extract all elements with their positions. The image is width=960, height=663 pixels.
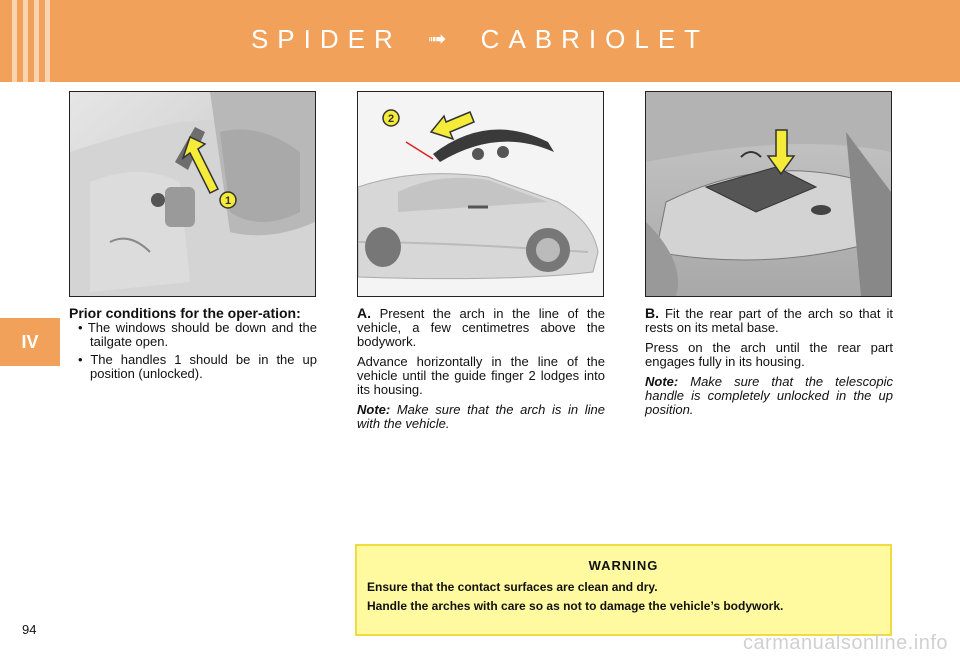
note: Note: Make sure that the arch is in line… — [357, 403, 605, 431]
chapter-header: SPIDER ➟ CABRIOLET — [0, 0, 960, 82]
page-number: 94 — [22, 622, 37, 637]
figure-handle-photo: 1 — [69, 91, 316, 297]
list-item: • The windows should be down and the tai… — [78, 320, 317, 349]
chapter-tab: IV — [0, 318, 60, 366]
column-prior-conditions: Prior conditions for the oper-ation: • T… — [69, 306, 317, 385]
page-title: SPIDER ➟ CABRIOLET — [0, 24, 960, 55]
title-left: SPIDER — [250, 24, 402, 54]
header-stripe — [34, 0, 39, 82]
arrow-right-icon: ➟ — [428, 26, 447, 51]
note: Note: Make sure that the telescopic hand… — [645, 375, 893, 417]
step-b-paragraph-2: Press on the arch until the rear part en… — [645, 340, 893, 369]
callout-circle — [382, 109, 400, 127]
arrow-left-icon — [429, 111, 475, 141]
warning-box: WARNING Ensure that the contact surfaces… — [355, 544, 892, 636]
section-heading: Prior conditions for the oper-ation: — [69, 305, 301, 321]
warning-line: Handle the arches with care so as not to… — [367, 599, 784, 613]
callout-number: 1 — [225, 195, 231, 207]
header-stripe — [23, 0, 28, 82]
header-stripe — [12, 0, 17, 82]
step-text: Fit the rear part of the arch so that it… — [645, 306, 893, 335]
note-label: Note: — [357, 402, 391, 417]
column-step-a: A. Present the arch in the line of the v… — [357, 306, 605, 431]
title-right: CABRIOLET — [480, 24, 710, 54]
warning-title: WARNING — [588, 558, 659, 573]
warning-line: Ensure that the contact surfaces are cle… — [367, 580, 658, 594]
step-a-paragraph: A. Present the arch in the line of the v… — [357, 306, 605, 349]
figure-base-photo — [645, 91, 892, 297]
note-text: Make sure that the arch is in line with … — [357, 402, 605, 431]
callout-number: 2 — [388, 113, 394, 125]
note-text: Make sure that the telescopic handle is … — [645, 374, 893, 417]
column-step-b: B. Fit the rear part of the arch so that… — [645, 306, 893, 417]
callout-circle — [219, 191, 237, 209]
step-label: B. — [645, 305, 659, 321]
bullet-list: • The windows should be down and the tai… — [78, 321, 317, 381]
arrow-down-icon — [766, 129, 796, 176]
step-text: Present the arch in the line of the vehi… — [357, 306, 605, 349]
figure-arch-photo: 2 — [357, 91, 604, 297]
note-label: Note: — [645, 374, 679, 389]
step-b-paragraph: B. Fit the rear part of the arch so that… — [645, 306, 893, 335]
watermark: carmanualsonline.info — [742, 632, 948, 654]
step-a-paragraph-2: Advance horizontally in the line of the … — [357, 354, 605, 397]
list-item: • The handles 1 should be in the up posi… — [78, 352, 317, 381]
arrow-up-icon — [181, 135, 220, 195]
step-label: A. — [357, 305, 371, 321]
header-stripe — [45, 0, 50, 82]
